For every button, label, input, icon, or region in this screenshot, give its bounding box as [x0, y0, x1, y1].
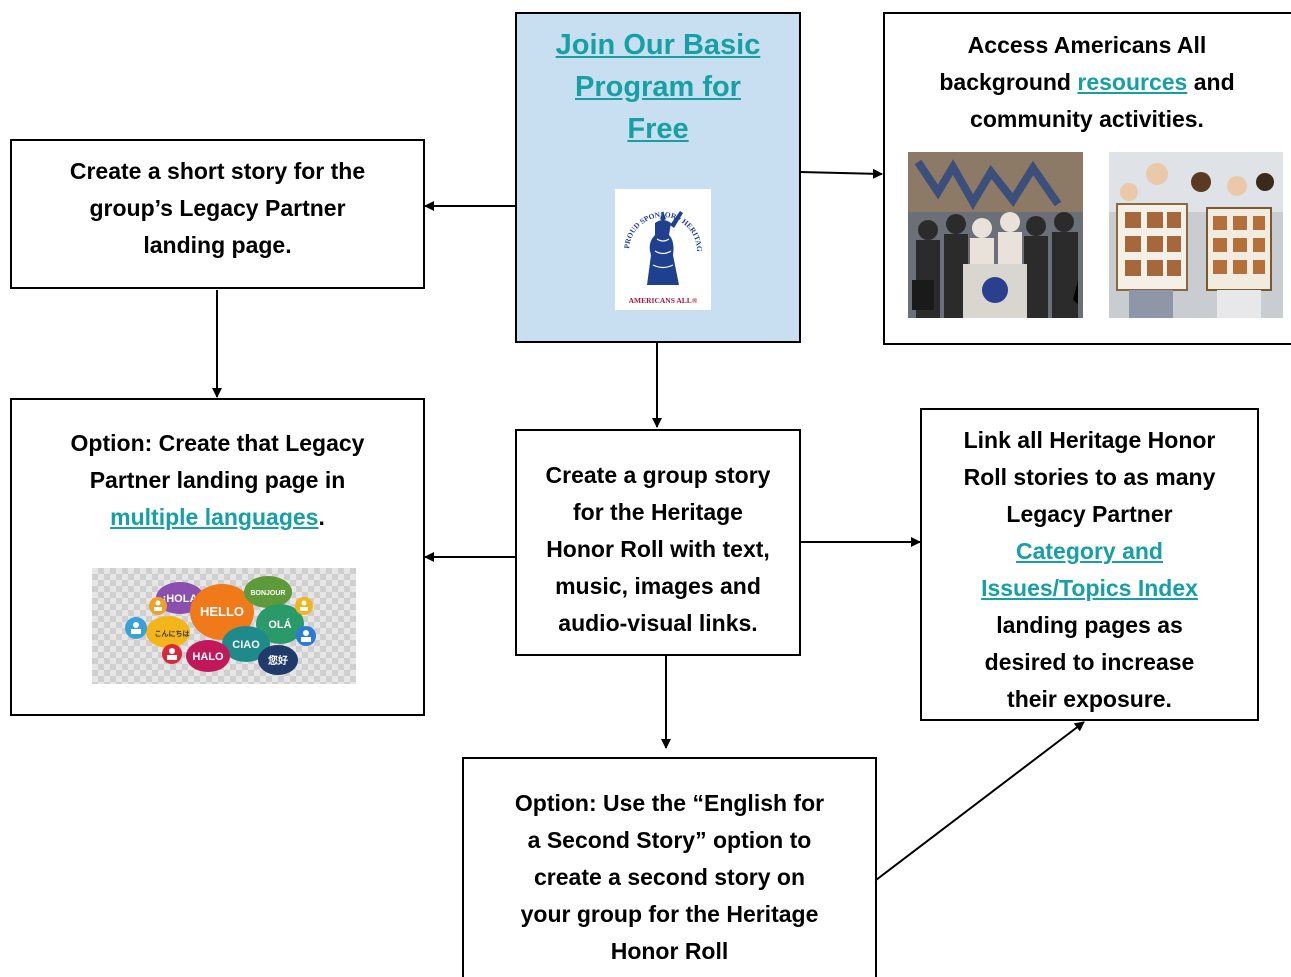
svg-text:¡HOLA: ¡HOLA [163, 593, 198, 605]
multiple-languages-box: Option: Create that Legacy Partner landi… [10, 398, 425, 716]
svg-text:HELLO: HELLO [200, 604, 244, 619]
heritage-honor-roll-logo: PROUD SPONSOR • HERITAGE HONOR ROLL AMER… [612, 182, 711, 310]
category-index-box: Link all Heritage Honor Roll stories to … [920, 408, 1259, 721]
person-icon [295, 597, 313, 615]
short-story-box: Create a short story for the group’s Leg… [10, 139, 425, 289]
category-index-link-line2[interactable]: Issues/Topics Index [981, 575, 1198, 601]
svg-text:BONJOUR: BONJOUR [250, 590, 285, 597]
join-program-box: Join Our Basic Program for Free PROUD SP… [515, 12, 801, 343]
arrow-center-to-right-top [799, 168, 883, 179]
resources-box: Access Americans All background resource… [883, 12, 1291, 345]
svg-text:CIAO: CIAO [232, 639, 260, 651]
join-program-link[interactable]: Join Our Basic Program for Free [555, 29, 761, 145]
svg-text:こんにちは: こんにちは [155, 630, 190, 638]
students-quilts-photo [1109, 152, 1283, 318]
svg-text:HALO: HALO [192, 651, 224, 663]
svg-text:OLÁ: OLÁ [268, 618, 291, 631]
multiple-languages-link[interactable]: multiple languages [110, 504, 319, 530]
language-bubbles-image: ¡HOLA HELLO BONJOUR OLÁ こんにちは CIAO HALO … [92, 568, 356, 684]
person-icon [149, 597, 167, 615]
arrow-bottom-to-right-mid [875, 721, 1085, 881]
group-story-box: Create a group story for the Heritage Ho… [515, 429, 801, 656]
logo-bottom-text: AMERICANS ALL® [629, 296, 698, 305]
category-index-link-line1[interactable]: Category and [1016, 538, 1163, 564]
second-story-box: Option: Use the “English for a Second St… [462, 757, 877, 977]
students-podium-photo [908, 152, 1083, 318]
resources-link[interactable]: resources [1077, 69, 1188, 95]
svg-text:您好: 您好 [268, 654, 288, 667]
